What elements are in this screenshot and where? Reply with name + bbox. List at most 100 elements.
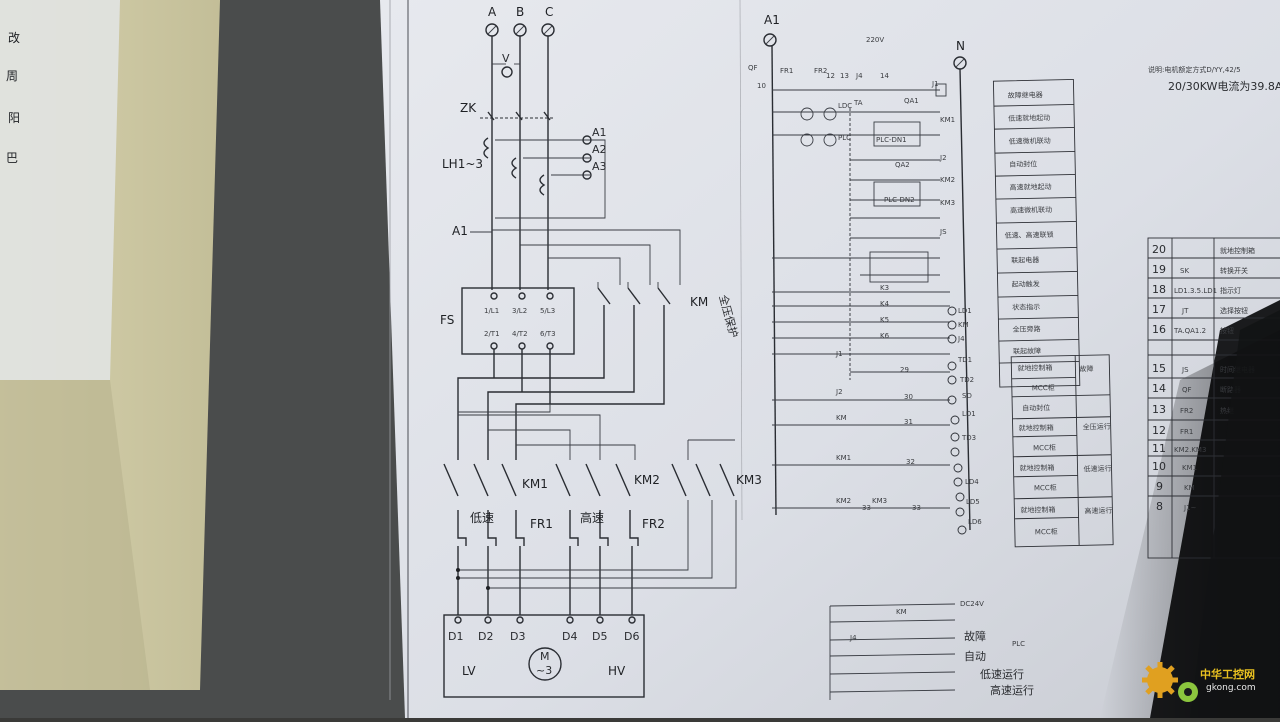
lamp-j4: J4 bbox=[957, 335, 965, 343]
fn-row-13: 就地控制箱 bbox=[1017, 363, 1052, 373]
low-speed-label: 低速 bbox=[470, 511, 494, 525]
fn-row-3: 低速微机联动 bbox=[1009, 136, 1051, 146]
ctrl-qa2-label: QA2 bbox=[895, 161, 910, 169]
voltmeter-label: V bbox=[502, 52, 510, 65]
part-name-18: 指示灯 bbox=[1220, 286, 1241, 295]
fn-row-7: 低速、高速联锁 bbox=[1005, 230, 1054, 240]
km-bypass-contacts-icon bbox=[597, 282, 671, 305]
control-source-label: A1 bbox=[764, 13, 780, 27]
part-name-13: 热继 bbox=[1220, 406, 1234, 415]
ctrl-plc-label: PLC bbox=[838, 134, 851, 142]
plc-voltage-label: DC24V bbox=[960, 600, 984, 608]
ctrl-k3-label: K3 bbox=[880, 284, 889, 292]
part-code-jt: JT bbox=[1181, 307, 1189, 315]
km3-label: KM3 bbox=[736, 473, 762, 487]
source-terminal-icon bbox=[763, 33, 777, 47]
part-no-14: 14 bbox=[1152, 382, 1166, 395]
notes: 说明:电机额定方式D/YY,42/5 20/30KW电流为39.8A bbox=[1148, 65, 1280, 93]
control-branches bbox=[772, 107, 950, 509]
voltmeter-icon bbox=[501, 66, 513, 78]
lamp-td3: TD3 bbox=[961, 434, 976, 442]
terminal-d1: D1 bbox=[448, 630, 463, 643]
plc-item-km: KM bbox=[896, 608, 907, 616]
motor-lv-label: LV bbox=[462, 664, 476, 678]
ctrl-km1-label: KM1 bbox=[940, 116, 955, 124]
zk-switch-icon bbox=[487, 111, 551, 121]
part-code-js: JS bbox=[1181, 366, 1189, 374]
fn-row-19: MCC柜 bbox=[1034, 483, 1057, 492]
part-code-fr1: FR1 bbox=[1180, 428, 1193, 436]
ammeter-a2-label: A2 bbox=[592, 143, 607, 156]
fn-row-5: 高速就地起动 bbox=[1010, 182, 1052, 192]
part-code-fr2: FR2 bbox=[1180, 407, 1193, 415]
plc-item-fault: 故障 bbox=[964, 629, 986, 643]
part-no-20: 20 bbox=[1152, 243, 1166, 256]
wire-29: 30 bbox=[904, 393, 913, 401]
left-handwriting: 改 周 阳 巴 bbox=[6, 31, 20, 165]
plc-item-auto: 自动 bbox=[964, 650, 986, 663]
ctrl-fr2-label: FR2 bbox=[814, 67, 827, 75]
terminal-d3: D3 bbox=[510, 630, 525, 643]
fs-out-2: 4/T2 bbox=[512, 330, 528, 338]
fn-row-2: 低速就地起动 bbox=[1008, 113, 1050, 123]
motor-box bbox=[443, 614, 645, 698]
plc-item-low: 低速运行 bbox=[980, 668, 1024, 681]
lamp-km: KM bbox=[958, 321, 969, 329]
fn-row-16: 就地控制箱 bbox=[1019, 423, 1054, 433]
part-name-14: 断路器 bbox=[1220, 385, 1241, 394]
qf-label: QF bbox=[748, 64, 758, 72]
high-speed-label: 高速 bbox=[580, 510, 604, 525]
watermark-text: 中华工控网 bbox=[1200, 667, 1255, 681]
ctrl-ldc-label: LDC bbox=[838, 102, 852, 110]
wire-32: 33 bbox=[862, 504, 871, 512]
hand-char-1: 改 bbox=[8, 31, 20, 45]
lamp-ld4: LD4 bbox=[965, 478, 979, 486]
part-no-11: 11 bbox=[1152, 442, 1166, 455]
part-code-ta: TA.QA1.2 bbox=[1173, 327, 1206, 335]
fn-row-1: 故障继电器 bbox=[1008, 90, 1043, 100]
km-bypass-label: KM bbox=[690, 295, 708, 309]
part-code-km23: KM2.KM3 bbox=[1174, 446, 1206, 454]
zk-label: ZK bbox=[460, 101, 477, 115]
fn-row-18: 就地控制箱 bbox=[1019, 463, 1054, 473]
wire-13: 13 bbox=[840, 72, 849, 80]
ctrl-plc-dn1-label: PLC-DN1 bbox=[876, 136, 907, 144]
ctrl-j2-label: J2 bbox=[939, 154, 947, 162]
fn-row-21: MCC柜 bbox=[1035, 527, 1058, 536]
part-code-km: KM bbox=[1184, 484, 1195, 492]
ctrl-km1-lower-label: KM1 bbox=[836, 454, 851, 462]
plc-label: PLC bbox=[1012, 640, 1025, 648]
phase-c-label: C bbox=[545, 5, 553, 19]
a1-tap-label: A1 bbox=[452, 224, 468, 238]
fn-row-9: 起动触发 bbox=[1012, 279, 1040, 289]
part-name-17: 选择按钮 bbox=[1220, 306, 1248, 315]
fn-row-6: 高速微机联动 bbox=[1010, 205, 1052, 215]
note-line-2: 20/30KW电流为39.8A bbox=[1168, 79, 1280, 93]
fs-label: FS bbox=[440, 313, 454, 327]
phase-b-label: B bbox=[516, 5, 524, 19]
fn-row-14: MCC柜 bbox=[1032, 383, 1055, 392]
fn-side-fault: 故障 bbox=[1079, 364, 1093, 373]
ctrl-plc-dn2-label: PLC-DN2 bbox=[884, 196, 915, 204]
part-name-19: 转换开关 bbox=[1220, 266, 1248, 275]
hand-char-2: 周 bbox=[6, 69, 18, 83]
part-no-18: 18 bbox=[1152, 283, 1166, 296]
fr1-label: FR1 bbox=[530, 517, 553, 531]
lamp-ld1b: LD1 bbox=[962, 410, 976, 418]
terminal-d2: D2 bbox=[478, 630, 493, 643]
control-circuit: A1 220V N QF FR1 FR2 J4 J1 10 12 13 14 bbox=[748, 13, 982, 535]
fn-side-full: 全压运行 bbox=[1083, 422, 1111, 432]
ammeter-a1-label: A1 bbox=[592, 126, 607, 139]
wire-30: 31 bbox=[904, 418, 913, 426]
part-no-8: 8 bbox=[1156, 500, 1163, 513]
contactor-contacts-icon bbox=[443, 463, 735, 497]
fn-side-high: 高速运行 bbox=[1084, 506, 1112, 516]
lamp-ld6: LD6 bbox=[968, 518, 982, 526]
lamp-td1: TD1 bbox=[957, 356, 972, 364]
fn-row-8: 联起电器 bbox=[1011, 255, 1039, 265]
ctrl-km3-lower-label: KM3 bbox=[872, 497, 887, 505]
ammeter-a3-label: A3 bbox=[592, 160, 607, 173]
hand-char-4: 巴 bbox=[6, 151, 18, 165]
